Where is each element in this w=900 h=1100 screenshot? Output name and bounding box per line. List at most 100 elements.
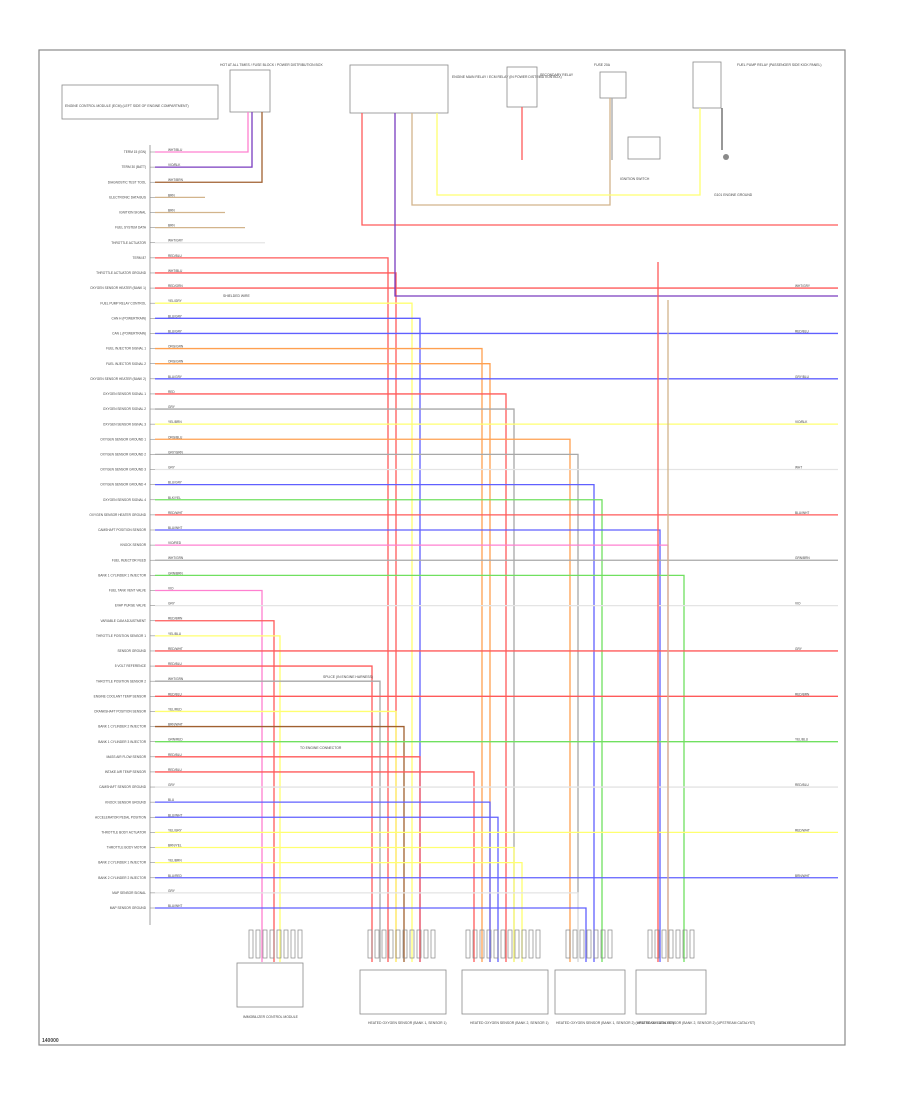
ecm-label: ENGINE CONTROL MODULE (ECM) (LEFT SIDE O…: [65, 104, 189, 108]
ecm-pin-label: THROTTLE POSITION SENSOR 1: [96, 634, 146, 638]
ecm-pin-label: FUEL INJECTOR SIGNAL 2: [106, 362, 146, 366]
right-wire-label: RED/BLU: [795, 329, 810, 333]
wire-color-label: RED/BLU: [168, 662, 183, 666]
wire-color-label: BLU/WHT: [168, 526, 182, 530]
harness-wire: [394, 113, 838, 297]
ecm-pin-label: FUEL INJECTOR SIGNAL 1: [106, 347, 146, 351]
wire-color-label: BLU/GRY: [168, 314, 183, 318]
wire: [155, 846, 515, 962]
wire: [155, 302, 413, 962]
right-wire-label: WHT: [795, 466, 802, 470]
wire: [155, 393, 507, 962]
ecm-pin-label: 5 VOLT REFERENCE: [115, 664, 146, 668]
ecm-pin-label: ELECTRONIC DATA BUS: [109, 195, 146, 199]
ecm-pin-label: OXYGEN SENSOR SIGNAL 3: [103, 422, 146, 426]
ecm-pin-label: MASS AIR FLOW SENSOR: [107, 755, 147, 759]
svg-text:IGNITION SWITCH: IGNITION SWITCH: [620, 177, 650, 181]
ecm-pin-label: BANK 1 CYLINDER 3 INJECTOR: [98, 740, 146, 744]
ecm-pin-label: BANK 1 CYLINDER 2 INJECTOR: [98, 725, 146, 729]
connector-pin: [262, 929, 268, 959]
wire: [155, 665, 373, 962]
wire-color-label: RED/BRN: [168, 617, 183, 621]
wire-color-label: BLU/GRY: [168, 481, 183, 485]
connector-pin: [395, 929, 401, 959]
oxygen-sensor-1: HEATED OXYGEN SENSOR (BANK 1, SENSOR 1): [359, 969, 447, 1025]
ecm-pin-label: OXYGEN SENSOR GROUND 4: [100, 483, 146, 487]
ecm-pin-label: OXYGEN SENSOR GROUND 2: [100, 453, 146, 457]
connector-pin: [423, 929, 429, 959]
wire-color-label: GRN/RED: [168, 738, 183, 742]
immobilizer-module: IMMOBILIZER CONTROL MODULE: [236, 962, 304, 1019]
svg-text:IMMOBILIZER CONTROL MODULE: IMMOBILIZER CONTROL MODULE: [243, 1015, 299, 1019]
ecm-pin-label: FUEL PUMP RELAY CONTROL: [100, 301, 146, 305]
connector-pin: [593, 929, 599, 959]
wire-color-label: BRN/WHT: [168, 723, 183, 727]
wire-color-label: RED/WHT: [168, 647, 183, 651]
ecm-pin-label: ENGINE COOLANT TEMP SENSOR: [94, 694, 147, 698]
ignition-switch: IGNITION SWITCH: [620, 136, 661, 181]
wire-color-label: RED/WHT: [168, 511, 183, 515]
connector-pin: [479, 929, 485, 959]
wire-color-label: BLU/RED: [168, 874, 183, 878]
ecm-pin-label: KNOCK SENSOR: [120, 543, 146, 547]
harness-wire: [361, 113, 838, 226]
wire-color-label: BRN: [168, 193, 175, 197]
ecm-pin-label: OXYGEN SENSOR HEATER (BANK 2): [90, 377, 146, 381]
wire-color-label: BLK/YEL: [168, 496, 181, 500]
connector-pin: [500, 929, 506, 959]
svg-text:HEATED OXYGEN SENSOR (BANK 2,: HEATED OXYGEN SENSOR (BANK 2, SENSOR 2) …: [637, 1021, 755, 1025]
fuel-pump-relay: FUEL PUMP RELAY (PASSENGER SIDE KICK PAN…: [692, 61, 822, 109]
right-wire-label: RED/BRN: [795, 692, 810, 696]
wire-color-label: ORG/BLU: [168, 435, 183, 439]
svg-text:FUSE 20A: FUSE 20A: [594, 63, 611, 67]
wire: [155, 771, 475, 962]
connector-pin: [682, 929, 688, 959]
ecm-pin-label: THROTTLE ACTUATOR: [111, 241, 146, 245]
wire-color-label: GRY/GRN: [168, 450, 184, 454]
wire-color-label: VIO/RED: [168, 541, 182, 545]
svg-text:G101 ENGINE GROUND: G101 ENGINE GROUND: [714, 193, 753, 197]
wire-color-label: RED/GRN: [168, 284, 183, 288]
wire-color-label: YEL/GRY: [168, 299, 183, 303]
ecm-pin-label: MAP SENSOR SIGNAL: [112, 891, 146, 895]
ecm-pin-label: FUEL TANK VENT VALVE: [109, 589, 146, 593]
wire-color-label: GRY: [168, 405, 176, 409]
right-wire-label: BRN/WHT: [795, 874, 810, 878]
connector-pin: [374, 929, 380, 959]
ecm-pin-label: EVAP PURGE VALVE: [115, 604, 146, 608]
oxygen-sensor-4: HEATED OXYGEN SENSOR (BANK 2, SENSOR 2) …: [635, 969, 755, 1025]
connector-pin: [668, 929, 674, 959]
right-wire-label: GRY: [795, 647, 803, 651]
shield-note: SHIELDED WIRE: [223, 294, 250, 298]
wire-color-label: BRN: [168, 208, 175, 212]
wire-color-label: RED/BLU: [168, 753, 183, 757]
splice-note: SPLICE (IN ENGINE HARNESS): [323, 675, 373, 679]
ecm-pin-label: DIAGNOSTIC TEST TOOL: [108, 180, 146, 184]
connector-pin: [283, 929, 289, 959]
right-wire-label: YEL/BLU: [795, 738, 809, 742]
ecm-pin-label: TERM 15 (IGN): [124, 150, 146, 154]
wire: [155, 438, 571, 962]
wire-color-label: BLU/GRY: [168, 329, 183, 333]
right-wire-label: VIO/BLK: [795, 420, 808, 424]
connector-pin: [409, 929, 415, 959]
fuse-20a: FUSE 20A: [594, 63, 627, 99]
wire-color-label: WHT/GRN: [168, 677, 184, 681]
ecm-pin-label: THROTTLE ACTUATOR GROUND: [96, 271, 147, 275]
wire: [155, 816, 499, 962]
wire-color-label: YEL/RED: [168, 707, 182, 711]
connector-pin: [600, 929, 606, 959]
connector-pin: [472, 929, 478, 959]
wire-color-label: GRY: [168, 889, 176, 893]
connector-pin: [565, 929, 571, 959]
ecm-pin-label: THROTTLE POSITION SENSOR 2: [96, 679, 146, 683]
ecm-pin-label: THROTTLE BODY MOTOR: [107, 846, 147, 850]
connector-pin: [388, 929, 394, 959]
ecm-pin-label: MAP SENSOR GROUND: [110, 906, 147, 910]
ecm-pin-label: BANK 2 CYLINDER 2 INJECTOR: [98, 876, 146, 880]
ecm-pin-label: OXYGEN SENSOR GROUND 3: [100, 468, 146, 472]
wire-color-label: YEL/BRN: [168, 859, 182, 863]
right-wire-label: WHT/GRY: [795, 284, 811, 288]
wire: [155, 756, 421, 962]
